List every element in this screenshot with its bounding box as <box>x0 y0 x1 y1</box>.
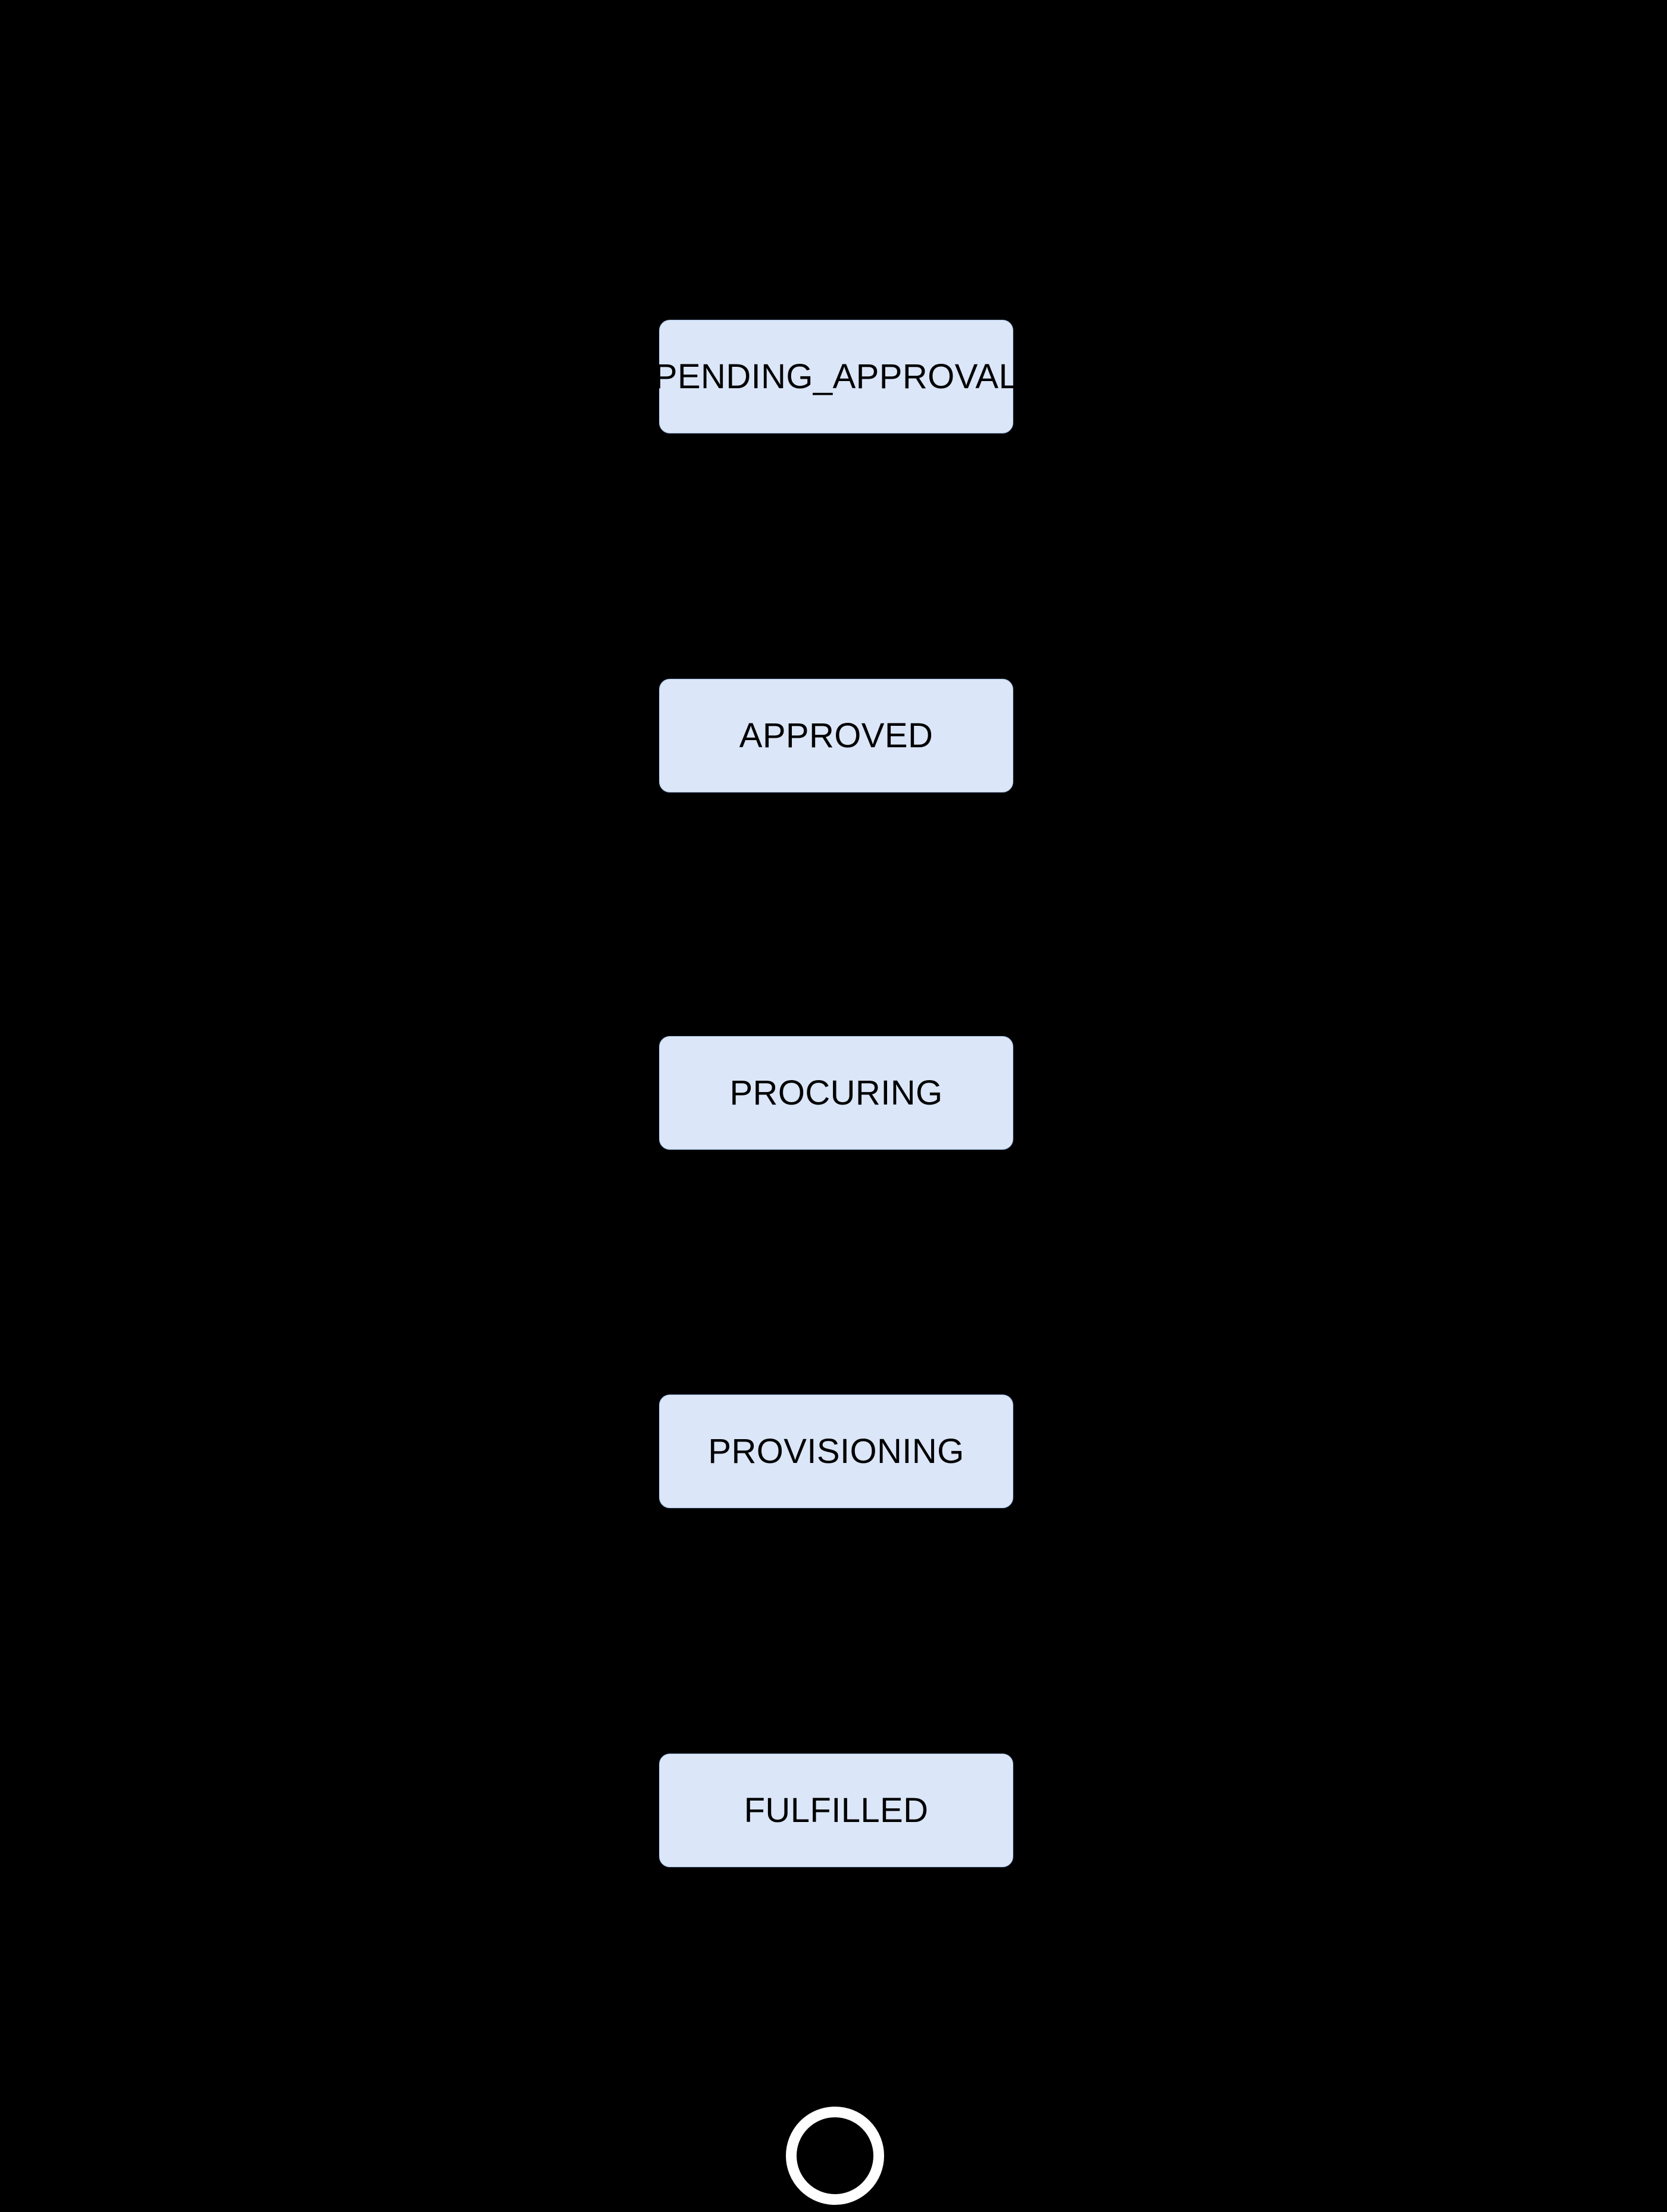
end-state-node[interactable] <box>786 2107 884 2205</box>
state-node-fulfilled[interactable]: FULFILLED <box>659 1754 1013 1867</box>
state-node-label: PROCURING <box>729 1073 943 1112</box>
state-node-label: APPROVED <box>739 716 934 755</box>
state-node-provisioning[interactable]: PROVISIONING <box>659 1394 1013 1508</box>
state-node-label: FULFILLED <box>744 1790 929 1830</box>
state-node-label: PROVISIONING <box>708 1431 964 1471</box>
state-node-procuring[interactable]: PROCURING <box>659 1036 1013 1150</box>
state-node-pending-approval[interactable]: PENDING_APPROVAL <box>654 320 1018 433</box>
state-node-approved[interactable]: APPROVED <box>659 679 1013 793</box>
state-node-label: PENDING_APPROVAL <box>654 357 1019 396</box>
